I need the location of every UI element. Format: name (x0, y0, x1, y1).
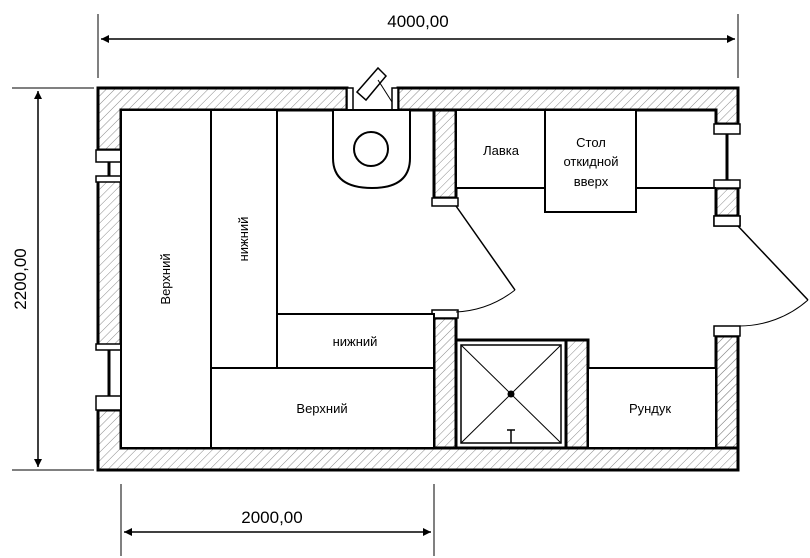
partition-lower (432, 316, 458, 450)
wall-shelf-right (636, 109, 716, 189)
dimension-left: 2200,00 (11, 87, 94, 471)
table-label-line1: Стол (576, 135, 606, 150)
shower-tap-icon (507, 429, 515, 443)
bench-label: Лавка (483, 143, 520, 158)
chest-label: Рундук (629, 401, 671, 416)
furniture (120, 109, 717, 449)
lower-shelf-vertical-label: нижний (236, 217, 251, 262)
interior-doors (431, 197, 809, 337)
lower-shelf-horizontal (276, 313, 435, 369)
bench (455, 109, 546, 189)
lower-shelf-horizontal-label: нижний (333, 334, 378, 349)
drain-icon (507, 390, 515, 398)
upper-shelf-horizontal-label: Верхний (296, 401, 347, 416)
overall-length-label: 4000,00 (387, 12, 448, 31)
chest (587, 367, 717, 449)
partition-upper (432, 108, 458, 200)
top-door (346, 66, 399, 111)
dimension-top: 4000,00 (97, 12, 739, 78)
upper-shelf-vertical (120, 109, 212, 449)
partitions (432, 108, 740, 450)
table-label-line2: откидной (563, 154, 618, 169)
upper-shelf-horizontal (210, 367, 435, 449)
partial-length-label: 2000,00 (241, 508, 302, 527)
dimension-bottom: 2000,00 (120, 484, 435, 556)
lower-shelf-vertical (210, 109, 278, 369)
partition-shower-right (564, 338, 590, 450)
stove-burner (353, 131, 389, 167)
left-window (96, 176, 123, 348)
overall-width-label: 2200,00 (11, 248, 30, 309)
upper-shelf-vertical-label: Верхний (158, 253, 173, 304)
folding-table (544, 109, 637, 213)
shower (454, 338, 568, 450)
window-frames (95, 123, 741, 411)
table-label-line3: вверх (574, 174, 609, 189)
partition-right-lower (714, 334, 740, 450)
right-window (714, 186, 740, 218)
